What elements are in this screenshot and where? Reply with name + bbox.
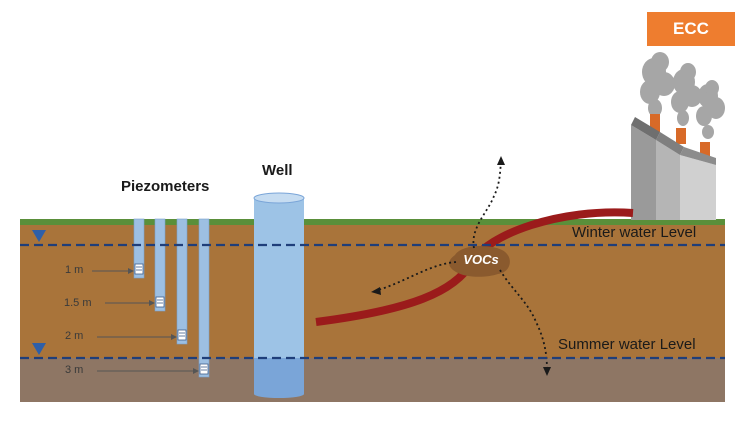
well-label: Well bbox=[262, 162, 293, 179]
screen-slots bbox=[136, 266, 207, 371]
vocs-blob bbox=[449, 245, 510, 277]
vocs-label: VOCs bbox=[463, 252, 499, 267]
smoke-clouds bbox=[640, 52, 725, 139]
piezometer-tubes bbox=[133, 218, 210, 378]
depth-label: 1 m bbox=[65, 264, 84, 276]
voc-migration-arrows bbox=[377, 161, 548, 371]
depth-pointer-heads bbox=[128, 268, 199, 374]
winter-level-marker-icon bbox=[32, 230, 46, 242]
factory-icon bbox=[631, 114, 716, 220]
depth-pointers bbox=[92, 270, 195, 372]
depth-label: 1.5 m bbox=[64, 297, 92, 309]
soil-lower-layer bbox=[20, 358, 725, 402]
arrowheads bbox=[371, 156, 551, 376]
summer-level-marker-icon bbox=[32, 343, 46, 355]
piezometer-screens bbox=[134, 263, 209, 375]
depth-label: 3 m bbox=[65, 364, 84, 376]
ecc-badge: ECC bbox=[647, 12, 735, 46]
winter-water-level-label: Winter water Level bbox=[572, 224, 697, 241]
grass-strip bbox=[20, 219, 725, 225]
summer-water-level-label: Summer water Level bbox=[558, 336, 696, 353]
piezometers-label: Piezometers bbox=[121, 178, 210, 195]
depth-label: 2 m bbox=[65, 330, 84, 342]
well-icon bbox=[253, 192, 305, 398]
